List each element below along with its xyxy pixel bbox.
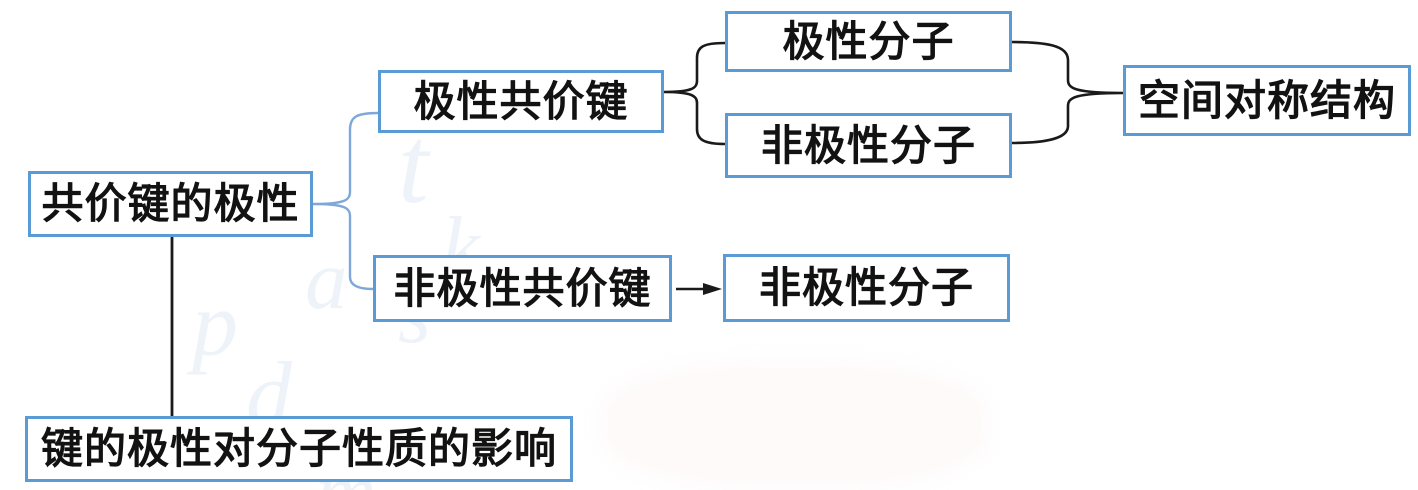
- brace-root-to-bonds: [312, 111, 380, 291]
- node-nonpolar-molecule-bottom: 非极性分子: [723, 254, 1010, 322]
- node-polar-molecule: 极性分子: [725, 11, 1012, 72]
- node-bond-polarity-effect: 键的极性对分子性质的影响: [25, 416, 573, 482]
- node-nonpolar-covalent-bond: 非极性共价键: [373, 255, 672, 322]
- node-polar-covalent-bond: 极性共价键: [378, 70, 664, 133]
- node-covalent-bond-polarity: 共价键的极性: [28, 171, 313, 237]
- arrowhead: [703, 283, 722, 295]
- node-nonpolar-molecule-top: 非极性分子: [725, 113, 1012, 178]
- node-spatially-symmetric-structure: 空间对称结构: [1123, 65, 1411, 136]
- brace-polarbond-to-molecules: [663, 41, 727, 146]
- brace-molecules-to-symmetric: [1009, 40, 1124, 145]
